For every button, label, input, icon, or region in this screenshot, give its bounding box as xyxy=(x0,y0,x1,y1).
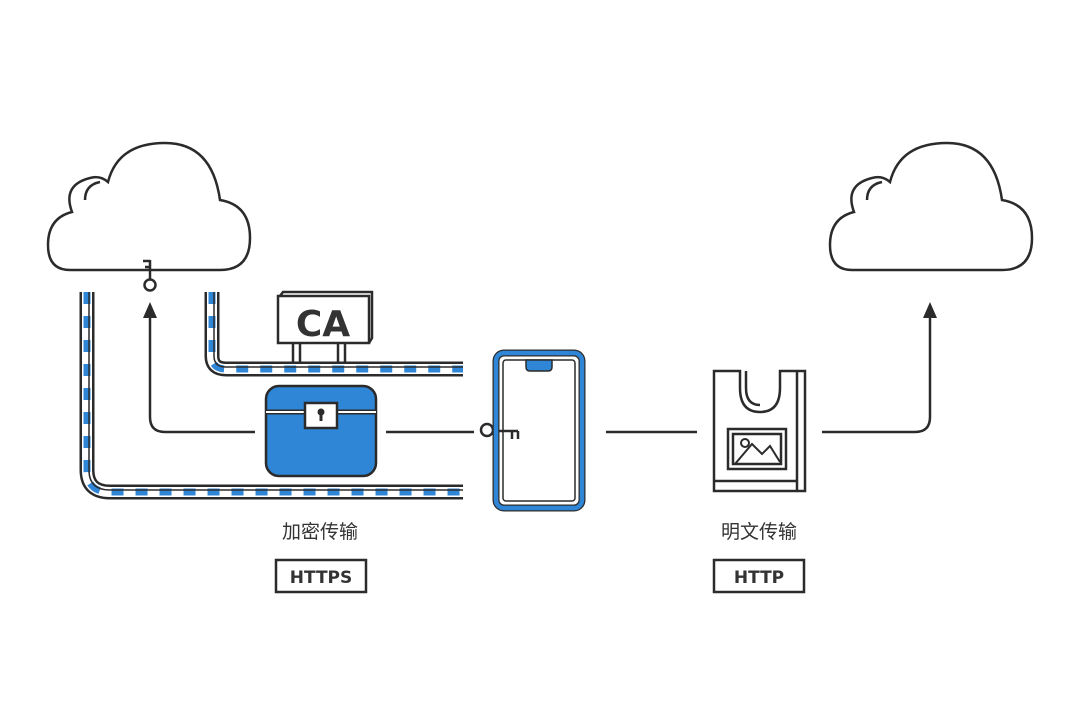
ca-sign: CA xyxy=(276,290,374,362)
https-label: HTTPS xyxy=(290,568,353,588)
smartphone-icon xyxy=(492,349,586,512)
image-document-icon xyxy=(712,369,807,493)
cloud-icon-server-http xyxy=(828,141,1034,272)
encrypted-channel-inner xyxy=(204,292,463,377)
http-badge: HTTP xyxy=(712,558,806,594)
https-caption: 加密传输 xyxy=(282,521,358,543)
arrow-up-icon-to-server xyxy=(143,302,255,434)
arrow-up-icon-to-http-server xyxy=(822,302,937,434)
cloud-icon-server-https xyxy=(46,141,252,272)
encrypted-channel-outer xyxy=(79,292,463,500)
http-caption: 明文传输 xyxy=(721,521,797,543)
https-badge: HTTPS xyxy=(274,558,368,594)
ca-label: CA xyxy=(296,304,350,345)
key-icon-server xyxy=(143,259,157,292)
http-label: HTTP xyxy=(734,568,784,588)
lock-chest-icon xyxy=(264,384,378,478)
